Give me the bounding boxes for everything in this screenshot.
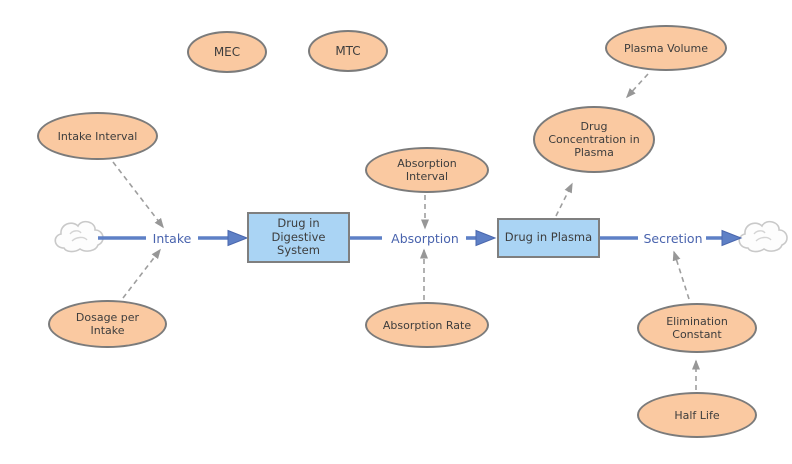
flow-arrowhead bbox=[475, 229, 497, 247]
variable-label: MTC bbox=[335, 43, 361, 58]
connector-dosage-per-intake-to-intake[interactable] bbox=[122, 248, 161, 299]
variable-label: Intake Interval bbox=[57, 129, 138, 143]
variable-label: Dosage per bbox=[75, 311, 140, 324]
variable-label: Concentration in bbox=[548, 133, 640, 146]
stock-label: Drug in Plasma bbox=[504, 230, 593, 245]
flow-label-text: Intake bbox=[152, 230, 192, 246]
variable-absorption-interval[interactable]: Absorption Interval bbox=[365, 147, 489, 193]
flow-valve-absorption[interactable]: Absorption bbox=[383, 227, 467, 249]
stock-drug-in-plasma[interactable]: Drug in Plasma bbox=[497, 218, 600, 258]
connector-elimination-constant-to-secretion[interactable] bbox=[672, 250, 690, 300]
variable-dosage-per-intake[interactable]: Dosage per Intake bbox=[48, 300, 167, 348]
variable-label: Plasma Volume bbox=[623, 41, 709, 55]
cloud-icon[interactable] bbox=[738, 220, 788, 253]
variable-absorption-rate[interactable]: Absorption Rate bbox=[365, 302, 489, 348]
stock-label: Drug in bbox=[277, 216, 320, 231]
variable-label: Elimination bbox=[666, 315, 728, 328]
variable-label: MEC bbox=[213, 44, 241, 59]
variable-label: Absorption Rate bbox=[382, 318, 472, 332]
variable-drug-concentration-in-plasma[interactable]: Drug Concentration in Plasma bbox=[533, 106, 655, 173]
flow-valve-intake[interactable]: Intake bbox=[142, 227, 202, 249]
variable-label: Plasma bbox=[574, 146, 614, 159]
connector-plasma-volume-to-drug-concentration[interactable] bbox=[625, 73, 649, 99]
variable-label: Intake bbox=[90, 324, 125, 337]
flow-arrowhead bbox=[227, 229, 249, 247]
stock-label: Digestive bbox=[271, 229, 326, 244]
variable-plasma-volume[interactable]: Plasma Volume bbox=[605, 25, 727, 71]
flow-absorption[interactable] bbox=[350, 229, 497, 247]
flow-arrowhead bbox=[721, 229, 743, 247]
variable-elimination-constant[interactable]: Elimination Constant bbox=[637, 303, 757, 353]
flow-label-text: Absorption bbox=[391, 230, 459, 246]
variable-label: Drug bbox=[580, 120, 608, 133]
variable-intake-interval[interactable]: Intake Interval bbox=[37, 112, 158, 160]
flow-valve-secretion[interactable]: Secretion bbox=[639, 227, 707, 249]
variable-half-life[interactable]: Half Life bbox=[637, 392, 757, 438]
cloud-icon[interactable] bbox=[54, 220, 104, 253]
variable-label: Half Life bbox=[674, 408, 720, 422]
stock-drug-in-digestive-system[interactable]: Drug in Digestive System bbox=[247, 212, 350, 263]
flow-label-text: Secretion bbox=[643, 230, 703, 246]
variable-label: Interval bbox=[405, 170, 449, 183]
variable-mtc[interactable]: MTC bbox=[308, 30, 388, 72]
flow-intake[interactable] bbox=[98, 229, 249, 247]
variable-mec[interactable]: MEC bbox=[187, 31, 267, 73]
variable-label: Constant bbox=[672, 328, 722, 341]
connector-intake-interval-to-intake[interactable] bbox=[112, 161, 164, 229]
variable-label: Absorption bbox=[397, 157, 457, 170]
flow-secretion[interactable] bbox=[600, 229, 743, 247]
stock-label: System bbox=[277, 243, 320, 258]
connector-drug-in-plasma-to-drug-concentration[interactable] bbox=[555, 182, 573, 217]
